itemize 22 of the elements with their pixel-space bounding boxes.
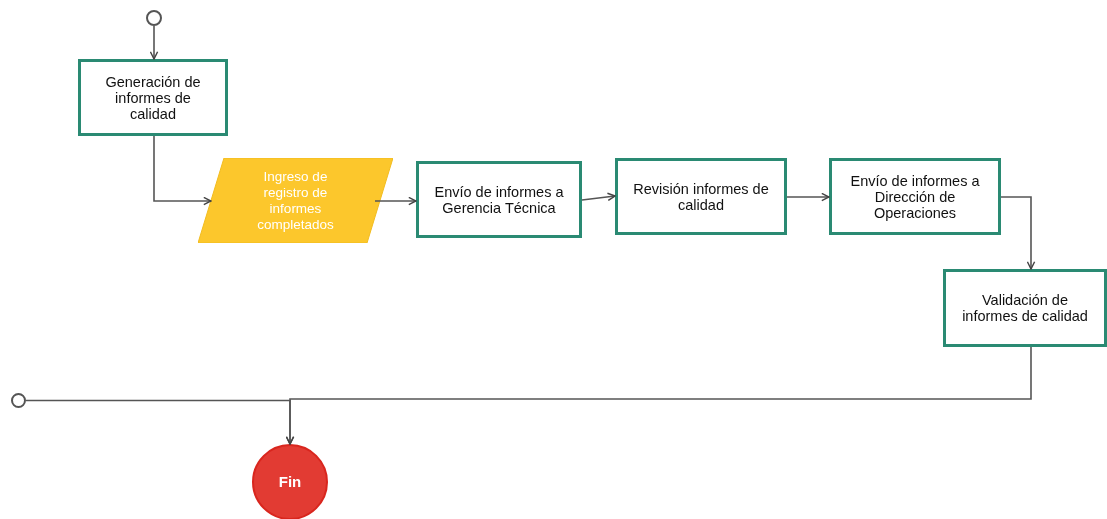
node-label: Ingreso de registro de informes completados — [256, 168, 335, 233]
arrow — [581, 192, 616, 202]
arrow — [374, 196, 417, 206]
connector-circle — [11, 393, 26, 408]
node-label: Validación de informes de calidad — [961, 292, 1089, 324]
process-box — [829, 158, 1001, 235]
input-parallelogram — [198, 158, 393, 243]
node-label: Fin — [277, 474, 303, 490]
node-label: Envío de informes a Gerencia Técnica — [433, 183, 565, 216]
arrow — [149, 25, 159, 60]
process-box — [943, 269, 1107, 347]
arrow — [153, 135, 212, 206]
connector-circle — [146, 10, 162, 26]
process-box — [615, 158, 787, 235]
arrow — [1000, 196, 1036, 270]
arrow — [25, 399, 295, 445]
process-box — [78, 59, 228, 136]
process-box — [416, 161, 582, 238]
arrow — [786, 192, 830, 202]
node-label: Envío de informes a Dirección de Operaciones — [849, 172, 981, 221]
node-label: Generación de informes de calidad — [104, 73, 202, 122]
node-label: Revisión informes de calidad — [632, 180, 770, 213]
